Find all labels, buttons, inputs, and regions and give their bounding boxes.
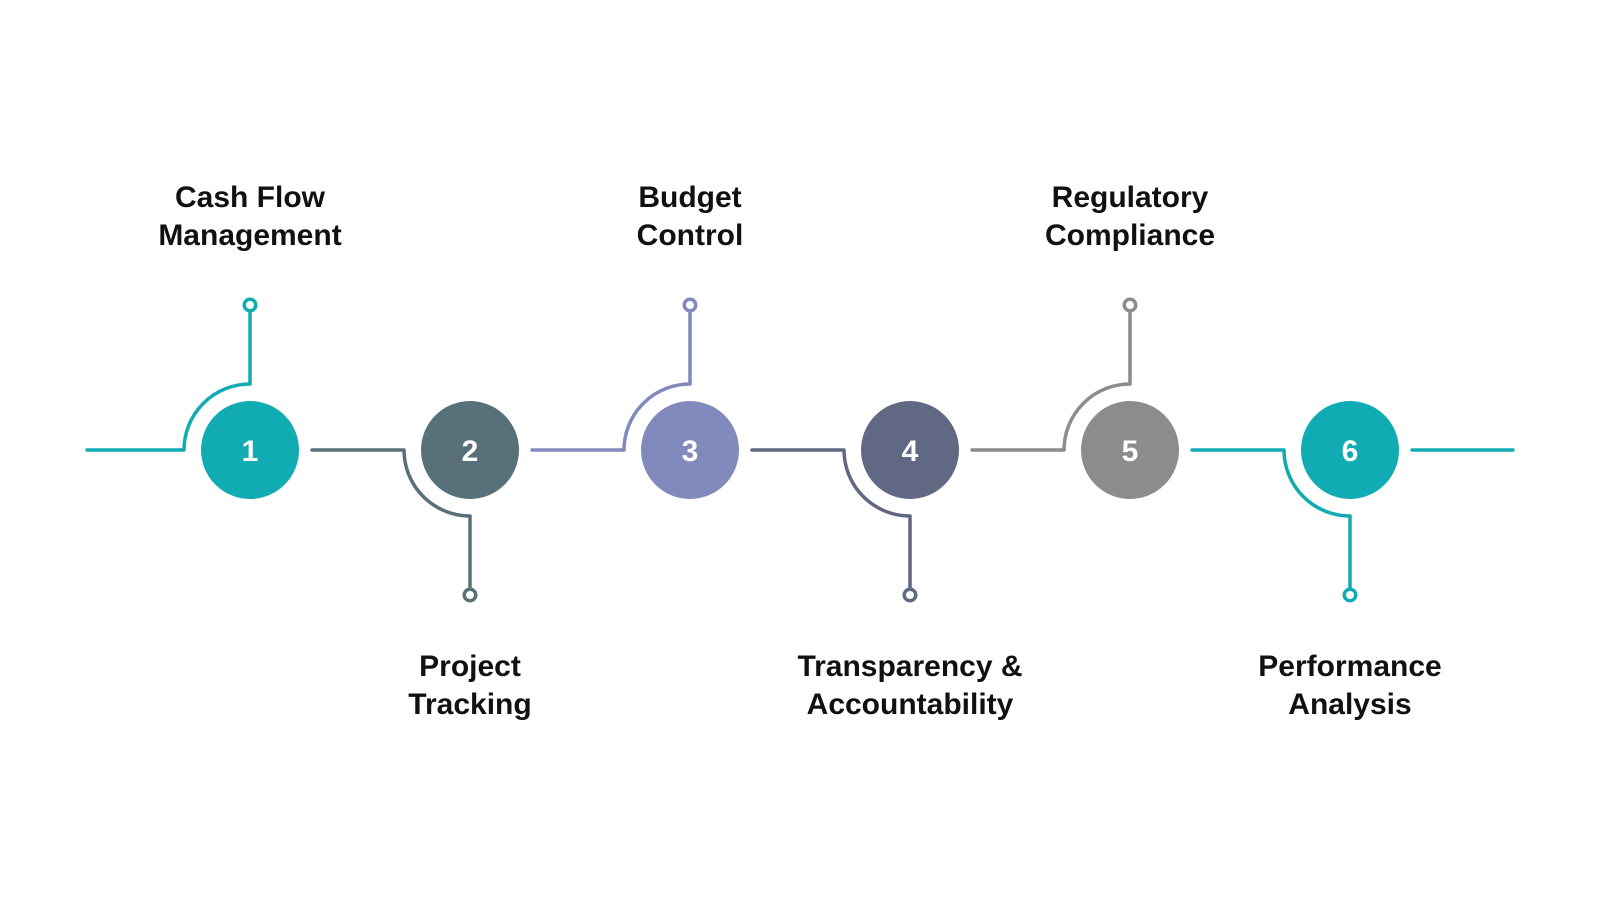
step-3-label: Budget Control [636,181,744,252]
step-6-terminal-dot [1342,587,1358,603]
step-5-circle [1081,401,1179,499]
step-1-number: 1 [242,435,259,468]
step-1-circle [201,401,299,499]
step-3-terminal-dot [682,297,698,313]
step-3-number: 3 [682,435,699,468]
step-4-connector-line [750,448,912,589]
step-4-circle [861,401,959,499]
step-4-terminal-dot [902,587,918,603]
step-1-connector-line [85,311,252,452]
step-2-number: 2 [462,435,479,468]
step-6-number: 6 [1342,435,1359,468]
step-2-circle [421,401,519,499]
step-2-terminal-dot [462,587,478,603]
step-6-circle [1301,401,1399,499]
step-5-terminal-dot [1122,297,1138,313]
step-3-circle [641,401,739,499]
step-4-number: 4 [902,435,919,468]
step-6-connector-line [1190,448,1352,589]
step-6-label: Performance Analysis [1258,650,1442,721]
step-1-terminal-dot [242,297,258,313]
step-1-label: Cash Flow Management [158,181,342,252]
step-2-label: Project Tracking [408,650,532,721]
step-2-connector-line [310,448,472,589]
step-5-connector-line [970,311,1132,452]
step-5-label: Regulatory Compliance [1044,181,1216,252]
step-5-number: 5 [1122,435,1139,468]
step-3-connector-line [530,311,692,452]
step-4-label: Transparency & Accountability [797,650,1023,721]
